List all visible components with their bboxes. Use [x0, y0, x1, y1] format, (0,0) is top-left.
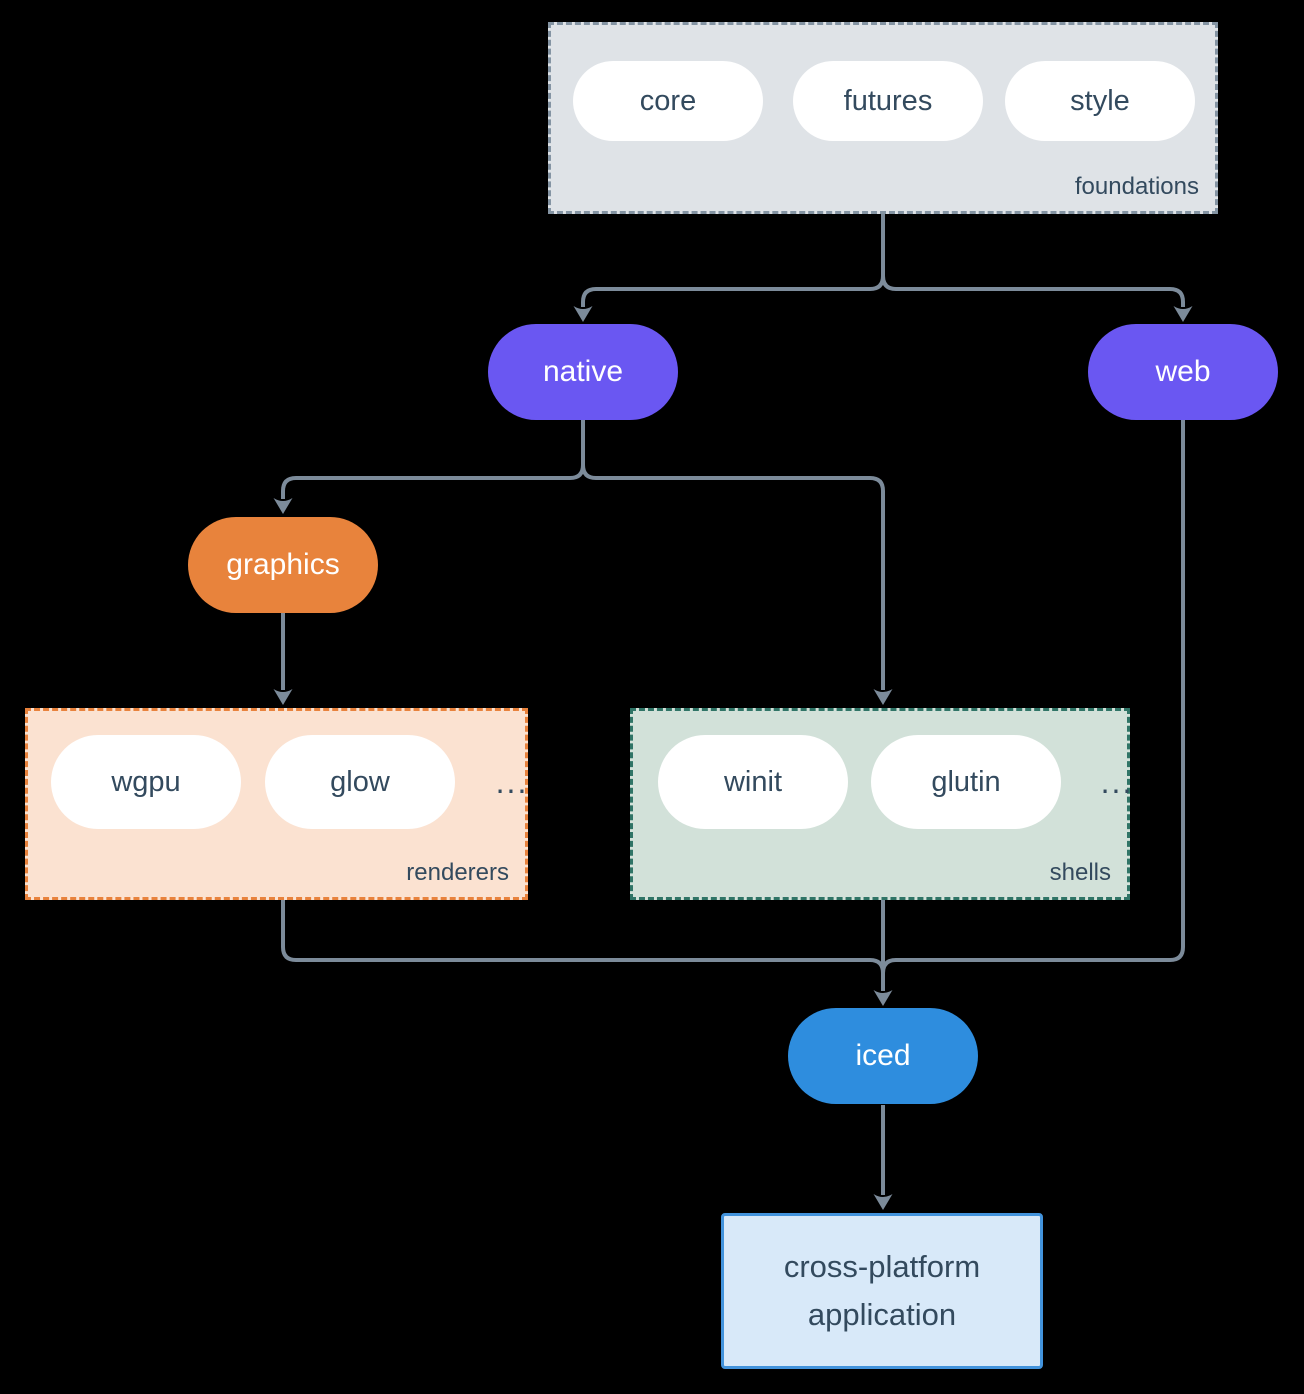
app-label-line1: cross-platform: [783, 1249, 981, 1284]
node-graphics: graphics: [188, 517, 378, 613]
node-futures: futures: [793, 61, 983, 141]
renderers-ellipsis: ...: [495, 763, 529, 800]
node-style: style: [1005, 61, 1195, 141]
cross-platform-application-box: cross-platform application: [721, 1213, 1043, 1369]
renderers-group: wgpu glow ... renderers: [25, 708, 528, 900]
shells-ellipsis: ...: [1100, 763, 1134, 800]
node-glow: glow: [265, 735, 455, 829]
edge-foundations-to-web: [881, 214, 1185, 307]
edge-native-to-graphics: [281, 420, 585, 499]
node-wgpu: wgpu: [51, 735, 241, 829]
arrowhead-renderers: [273, 689, 293, 705]
foundations-label: foundations: [1074, 173, 1199, 200]
node-winit: winit: [658, 735, 848, 829]
edge-foundations-to-native: [581, 214, 885, 307]
edge-native-to-shells: [581, 420, 885, 690]
arrowhead-web: [1173, 306, 1193, 322]
arrowhead-graphics: [273, 498, 293, 514]
node-native: native: [488, 324, 678, 420]
shells-group: winit glutin ... shells: [630, 708, 1131, 900]
node-web: web: [1088, 324, 1278, 420]
arrowhead-native: [573, 306, 593, 322]
node-glutin: glutin: [871, 735, 1061, 829]
edge-web-to-iced: [881, 420, 1185, 991]
node-iced: iced: [788, 1008, 978, 1104]
edge-renderers-to-iced: [281, 900, 885, 991]
renderers-label: renderers: [406, 859, 509, 886]
node-core: core: [573, 61, 763, 141]
foundations-group: core futures style foundations: [548, 22, 1218, 214]
shells-label: shells: [1049, 859, 1111, 886]
arrowhead-iced: [873, 990, 893, 1006]
arrowhead-shells: [873, 689, 893, 705]
arrowhead-app: [873, 1194, 893, 1210]
app-label-line2: application: [807, 1297, 957, 1332]
